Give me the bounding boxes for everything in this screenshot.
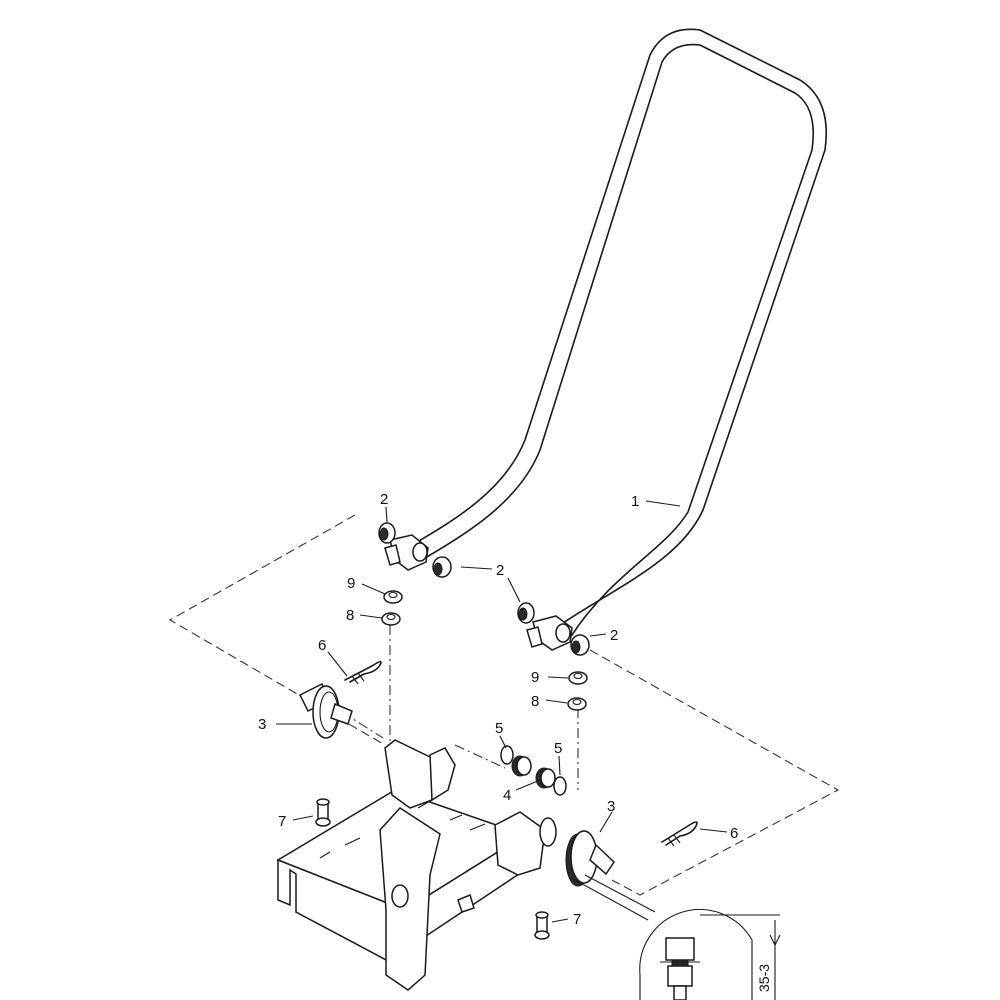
callout-7-left: 7 <box>278 813 286 830</box>
callout-8-right: 8 <box>531 693 539 710</box>
pivot-pin-right <box>565 830 615 887</box>
spring-clip-right <box>661 821 698 847</box>
pivot-pin-left <box>298 682 353 739</box>
detail-view <box>574 874 781 1000</box>
bushing-lower-left <box>432 556 452 578</box>
callout-7-right: 7 <box>573 911 581 928</box>
left-clevis <box>384 534 429 571</box>
callout-9-right: 9 <box>531 669 539 686</box>
callout-3-left: 3 <box>258 716 266 733</box>
right-clevis <box>526 615 573 651</box>
callout-5-left: 5 <box>495 720 503 737</box>
callout-6-right: 6 <box>730 825 738 842</box>
callout-1: 1 <box>631 493 639 510</box>
callout-2-upper-left: 2 <box>380 491 388 508</box>
handle-bar <box>411 28 828 639</box>
washer-left <box>381 612 401 626</box>
nut-left <box>383 590 403 604</box>
nut-right <box>568 671 588 685</box>
bolt-left <box>315 798 331 827</box>
callout-2-center: 2 <box>496 562 504 579</box>
washer-right <box>567 697 587 711</box>
dimension-label: 35-3 <box>756 964 772 992</box>
callout-2-right: 2 <box>610 627 618 644</box>
callout-5-right: 5 <box>554 740 562 757</box>
leader-lines <box>276 500 728 923</box>
callout-labels: 1 2 2 2 3 3 4 5 5 6 6 7 7 8 8 9 9 <box>258 491 738 928</box>
spacer-group-center <box>500 745 567 796</box>
callout-8-left: 8 <box>346 607 354 624</box>
base-frame <box>276 739 557 991</box>
callout-9-left: 9 <box>347 575 355 592</box>
callout-6-left: 6 <box>318 637 326 654</box>
bolt-right <box>534 911 550 940</box>
callout-4: 4 <box>503 787 511 804</box>
bushing-lower-right <box>570 634 590 656</box>
bushing-upper-left <box>378 522 396 544</box>
bushing-upper-right <box>517 602 535 624</box>
spring-clip-left <box>344 660 382 685</box>
callout-3-right: 3 <box>607 798 615 815</box>
